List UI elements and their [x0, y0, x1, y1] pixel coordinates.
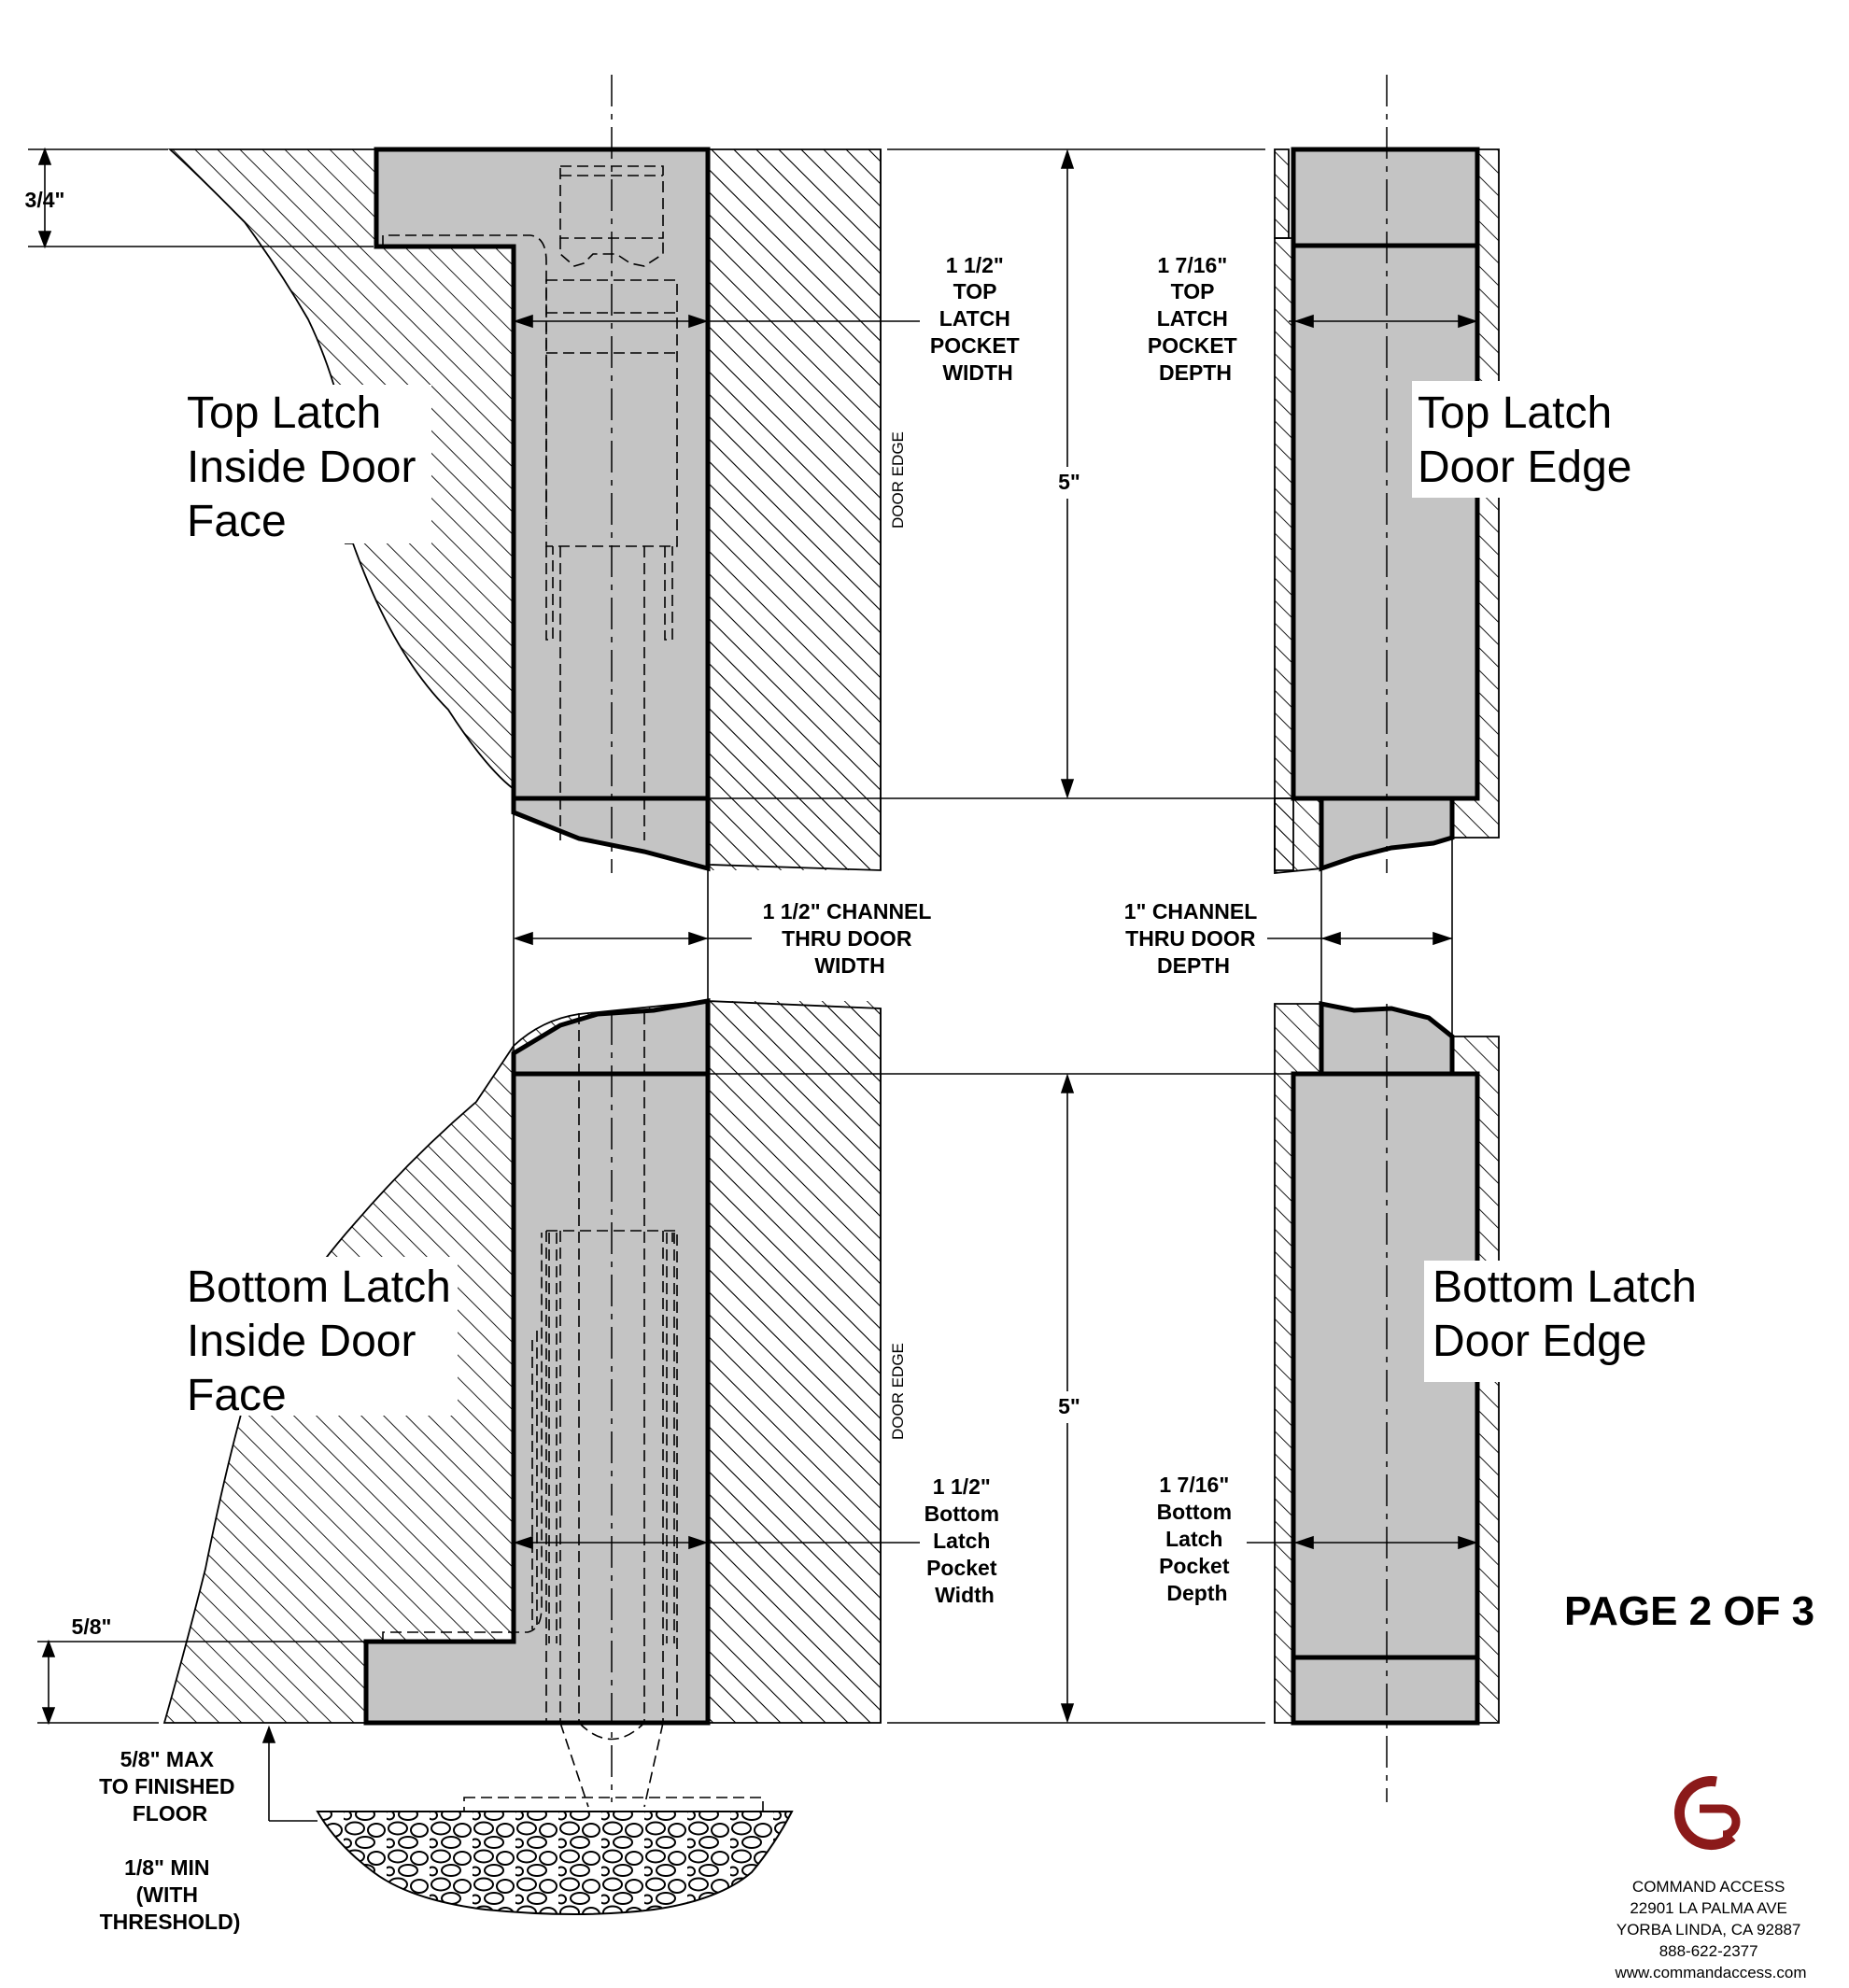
dim-top-height: 5" — [1058, 470, 1080, 494]
dim-5-8: 5/8" — [72, 1614, 112, 1639]
door-edge-band-top — [708, 149, 881, 870]
company-address: COMMAND ACCESS 22901 LA PALMA AVE YORBA … — [1614, 1878, 1806, 1981]
dim-bottom-pocket-width: 1 1/2" Bottom Latch Pocket Width — [924, 1474, 1006, 1607]
page-number-label: PAGE 2 OF 3 — [1564, 1588, 1814, 1634]
dim-3-4: 3/4" — [25, 188, 65, 212]
door-edge-label-bottom: DOOR EDGE — [889, 1343, 907, 1440]
pocket-depth-bottom — [1291, 1071, 1480, 1726]
door-edge-label-top: DOOR EDGE — [889, 431, 907, 529]
top-inside-face-view — [167, 75, 882, 873]
dim-bottom-pocket-depth: 1 7/16" Bottom Latch Pocket Depth — [1157, 1473, 1238, 1605]
bottom-edge-title: Bottom Latch Door Edge — [1433, 1262, 1709, 1366]
finished-floor — [316, 1797, 794, 1915]
dim-floor-max: 5/8" MAX TO FINISHED FLOOR — [99, 1747, 241, 1826]
extension-lines — [28, 148, 1453, 1724]
bottom-door-edge-view — [1274, 1000, 1500, 1802]
bottom-inside-title: Bottom Latch Inside Door Face — [187, 1262, 463, 1420]
channel-top — [511, 796, 711, 872]
dim-top-pocket-width: 1 1/2" TOP LATCH POCKET WIDTH — [930, 253, 1025, 385]
dim-channel-width: 1 1/2" CHANNEL THRU DOOR WIDTH — [763, 899, 938, 978]
dim-channel-depth: 1" CHANNEL THRU DOOR DEPTH — [1124, 899, 1263, 978]
dimension-arrows — [37, 147, 1478, 1822]
dim-top-pocket-depth: 1 7/16" TOP LATCH POCKET DEPTH — [1148, 253, 1243, 385]
top-edge-title: Top Latch Door Edge — [1418, 388, 1631, 492]
command-access-logo-icon — [1674, 1776, 1741, 1851]
dim-bottom-height: 5" — [1058, 1394, 1080, 1418]
dim-floor-min: 1/8" MIN (WITH THRESHOLD) — [100, 1855, 241, 1934]
top-inside-title: Top Latch Inside Door Face — [187, 388, 429, 546]
